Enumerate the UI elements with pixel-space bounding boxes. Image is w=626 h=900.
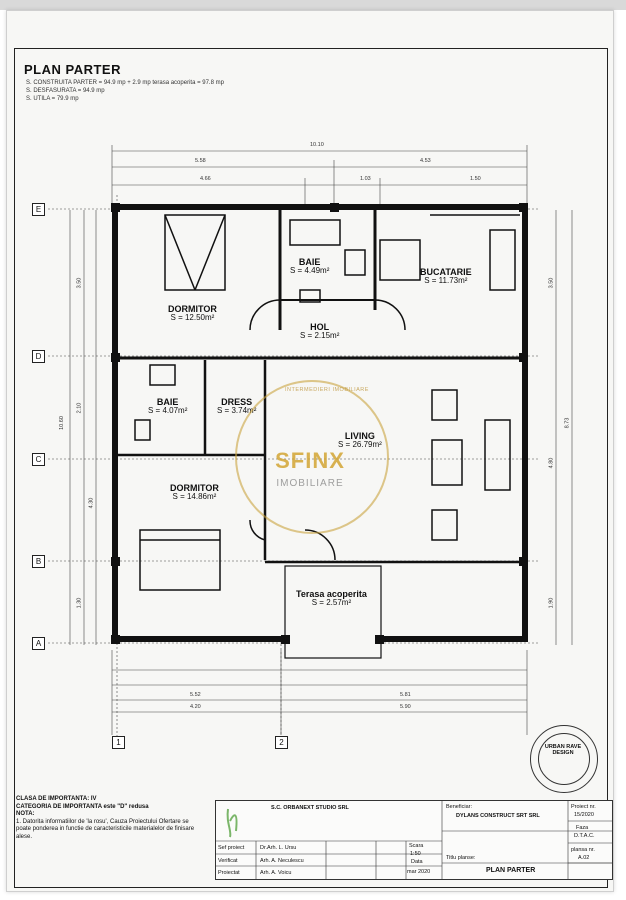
beneficiar-value: DYLANS CONSTRUCT SRT SRL [456, 813, 540, 819]
titlu-value: PLAN PARTER [486, 867, 536, 874]
data-label: Data [411, 859, 423, 865]
watermark-subtitle: IMOBILIARE [276, 478, 344, 489]
plansa-label: plansa nr. [571, 847, 595, 853]
beneficiar-label: Beneficiar: [446, 804, 472, 810]
dim-right-2: 4.80 [548, 457, 555, 469]
area-utila: S. UTILA = 79.9 mp [26, 96, 79, 102]
room-dress: DRESS S = 3.74m² [217, 397, 257, 416]
dim-top-total: 10.10 [310, 142, 324, 148]
axis-label-b: B [32, 555, 45, 568]
axis-label-a: A [32, 637, 45, 650]
dim-bottom-left: 5.52 [190, 692, 201, 698]
faza-value: D.T.A.C. [574, 833, 595, 839]
watermark-arc-text: INTERMEDIERI IMOBILIARE [285, 387, 369, 393]
dim-detail-1: 4.66 [200, 176, 211, 182]
titlu-label: Titlu planse: [446, 855, 476, 861]
area-construita: S. CONSTRUITA PARTER = 94.9 mp + 2.9 mp … [26, 80, 224, 86]
plansa-value: A.02 [578, 855, 590, 861]
room-name: DORMITOR [170, 483, 219, 493]
role-verificat: Verificat [218, 858, 238, 864]
dim-bottom2-left: 4.20 [190, 704, 201, 710]
axis-label-1: 1 [112, 736, 125, 749]
room-name: BAIE [298, 257, 321, 267]
dim-left-1: 3.50 [76, 277, 83, 289]
name-sef-proiect: Dr.Arh. L. Ursu [260, 845, 297, 851]
room-dormitor-2: DORMITOR S = 14.86m² [170, 483, 219, 502]
axis-label-e: E [32, 203, 45, 216]
room-name: BUCATARIE [420, 267, 472, 277]
dim-top-right: 4.53 [420, 158, 431, 164]
room-name: Terasa acoperita [296, 589, 367, 599]
architect-stamp-inner [538, 733, 590, 785]
dim-right-3: 1.90 [548, 597, 555, 609]
title-block: S.C. ORBANEXT STUDIO SRL Beneficiar: DYL… [215, 800, 613, 880]
name-verificat: Arh. A. Neculescu [260, 858, 304, 864]
stamp-text: URBAN RAVE DESIGN [544, 744, 582, 757]
dim-bottom-right: 5.81 [400, 692, 411, 698]
room-name: DRESS [221, 397, 253, 407]
role-sef-proiect: Sef proiect [218, 845, 245, 851]
room-name: HOL [310, 322, 330, 332]
clasa-importanta: CLASA DE IMPORTANTA: IV [16, 796, 97, 802]
room-name: DORMITOR [168, 304, 217, 314]
room-bucatarie: BUCATARIE S = 11.73m² [420, 267, 472, 286]
room-area: S = 11.73m² [424, 276, 468, 286]
notes-block: CLASA DE IMPORTANTA: IV CATEGORIA DE IMP… [16, 796, 201, 841]
dim-right-total: 8.73 [564, 417, 571, 429]
top-scroll-strip [0, 0, 626, 10]
room-area: S = 2.57m² [311, 598, 352, 608]
dim-bottom2-right: 5.90 [400, 704, 411, 710]
scara-label: Scara [409, 843, 424, 849]
watermark-ring [235, 380, 389, 534]
room-hol: HOL S = 2.15m² [300, 322, 340, 341]
proiect-label: Proiect nr. [571, 804, 596, 810]
room-baie-2: BAIE S = 4.07m² [148, 397, 188, 416]
room-dormitor-1: DORMITOR S = 12.50m² [168, 304, 217, 323]
architect-stamp [530, 725, 598, 793]
nota-title: NOTA: [16, 811, 35, 817]
room-area: S = 14.86m² [172, 492, 217, 502]
room-area: S = 2.15m² [300, 331, 340, 341]
dim-detail-3: 1.50 [470, 176, 481, 182]
room-area: S = 3.74m² [217, 406, 257, 416]
area-desfasurata: S. DESFASURATA = 94.9 mp [26, 88, 105, 94]
room-baie-1: BAIE S = 4.49m² [290, 257, 330, 276]
faza-label: Faza [576, 825, 589, 831]
axis-label-d: D [32, 350, 45, 363]
dim-left-4: 1.30 [76, 597, 83, 609]
dim-right-1: 3.50 [548, 277, 555, 289]
scara-value: 1:50 [410, 851, 421, 857]
proiect-value: 15/2020 [574, 812, 594, 818]
role-proiectat: Proiectat [218, 870, 240, 876]
room-name: BAIE [156, 397, 179, 407]
dim-left-total: 10.60 [58, 416, 65, 430]
data-value: mar 2020 [407, 869, 431, 875]
nota-body: 1. Datorita informatiilor de 'la rosu', … [16, 818, 195, 840]
dim-left-2: 2.10 [76, 402, 83, 414]
dim-left-3: 4.30 [88, 497, 95, 509]
watermark-logo: SFINX [275, 448, 345, 473]
plan-title: PLAN PARTER [24, 62, 121, 77]
dim-top-left: 5.58 [195, 158, 206, 164]
room-area: S = 4.07m² [148, 406, 188, 416]
room-area: S = 12.50m² [170, 313, 215, 323]
drawing-frame [14, 48, 608, 888]
room-area: S = 4.49m² [290, 266, 330, 276]
dim-detail-2: 1.03 [360, 176, 371, 182]
title-block-grid [216, 801, 612, 879]
axis-label-2: 2 [275, 736, 288, 749]
room-terasa: Terasa acoperita S = 2.57m² [296, 589, 367, 608]
categoria-importanta: CATEGORIA DE IMPORTANTA este "D" redusa [16, 803, 149, 810]
name-proiectat: Arh. A. Voicu [260, 870, 292, 876]
company-name: S.C. ORBANEXT STUDIO SRL [271, 805, 349, 811]
axis-label-c: C [32, 453, 45, 466]
